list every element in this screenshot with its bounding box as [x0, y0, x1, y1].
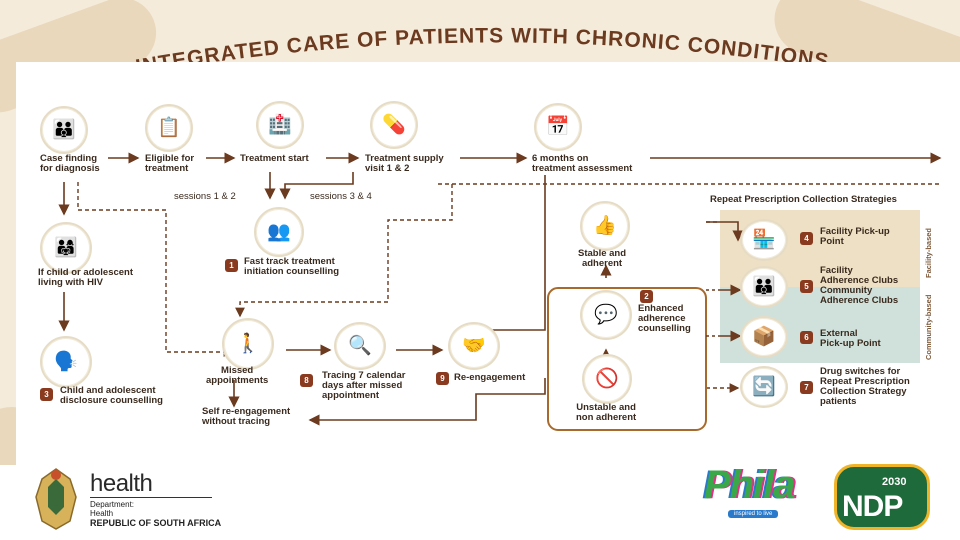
six-months-label: 6 months on treatment assessment	[532, 153, 633, 174]
treatment-supply-label: Treatment supply visit 1 & 2	[365, 153, 444, 174]
tracing-node: 🔍	[334, 322, 386, 370]
treatment-start-label: Treatment start	[240, 153, 309, 164]
disclosure-icon: 🗣️	[54, 351, 78, 373]
unstable-label: Unstable and non adherent	[576, 402, 637, 423]
stable-node: 👍	[580, 201, 630, 251]
enhanced-icon: 💬	[594, 304, 618, 326]
clinic-icon: 🏥	[268, 114, 292, 136]
step-number-7: 7	[800, 381, 813, 394]
country-label: REPUBLIC OF SOUTH AFRICA	[90, 518, 222, 528]
facility-pickup-label: Facility Pick-up Point	[820, 226, 890, 247]
fast-track-label: Fast track treatment initiation counsell…	[244, 256, 339, 277]
footer	[0, 465, 960, 540]
reengagement-icon: 🤝	[462, 335, 486, 357]
child-hiv-node: 👨‍👩‍👧	[40, 222, 92, 274]
tracing-label: Tracing 7 calendar days after missed app…	[322, 370, 406, 401]
fast-track-node: 👥	[254, 207, 304, 257]
step-number-9: 9	[436, 372, 449, 385]
step-number-6: 6	[800, 331, 813, 344]
facility-pickup-node: 🏪	[740, 219, 788, 261]
department-name: Health	[90, 509, 114, 518]
self-reengagement-label: Self re-engagement without tracing	[202, 406, 291, 427]
ndp-wordmark: NDP	[842, 490, 903, 523]
sessions-12-label: sessions 1 & 2	[174, 191, 236, 202]
step-number-1: 1	[225, 259, 238, 272]
unstable-icon: 🚫	[595, 368, 619, 390]
eligible-node: 📋	[145, 104, 193, 152]
clipboard-icon: 📋	[157, 117, 181, 139]
step-number-4: 4	[800, 232, 813, 245]
sessions-34-label: sessions 3 & 4	[310, 191, 372, 202]
repeat-heading: Repeat Prescription Collection Strategie…	[710, 194, 897, 205]
clubs-node: 👪	[740, 266, 788, 308]
phila-wordmark: Phila	[704, 463, 796, 507]
missed-icon: 🚶	[236, 333, 260, 355]
treatment-start-node: 🏥	[256, 101, 304, 149]
department-label: Department:	[90, 500, 135, 509]
reengagement-node: 🤝	[448, 322, 500, 370]
clubs-icon: 👪	[752, 276, 776, 298]
case-finding-label: Case finding for diagnosis	[40, 153, 100, 174]
step-number-5: 5	[800, 280, 813, 293]
disclosure-node: 🗣️	[40, 336, 92, 388]
health-wordmark: health	[90, 470, 153, 497]
family-icon: 👪	[52, 119, 76, 141]
external-pickup-node: 📦	[740, 316, 788, 358]
drug-switch-icon: 🔄	[752, 376, 776, 398]
step-number-3: 3	[40, 388, 53, 401]
six-months-node: 📅	[534, 103, 582, 151]
case-finding-node: 👪	[40, 106, 88, 154]
missed-label: Missed appointments	[206, 365, 269, 386]
child-parents-icon: 👨‍👩‍👧	[54, 237, 78, 259]
drug-switch-label: Drug switches for Repeat Prescription Co…	[820, 366, 910, 407]
clubs-label: Facility Adherence Clubs Community Adher…	[820, 265, 899, 306]
step-number-2: 2	[640, 290, 653, 303]
missed-node: 🚶	[222, 318, 274, 370]
unstable-node: 🚫	[582, 354, 632, 404]
health-rule	[90, 497, 212, 498]
external-pickup-icon: 📦	[752, 326, 776, 348]
stable-icon: 👍	[593, 215, 617, 237]
drug-switch-node: 🔄	[740, 366, 788, 408]
ndp-badge	[834, 464, 930, 530]
phila-tagline: inspired to live	[728, 510, 779, 518]
tracing-icon: 🔍	[348, 335, 372, 357]
ndp-logo: 2030 NDP	[832, 462, 932, 532]
coat-of-arms-icon	[35, 468, 77, 530]
enhanced-node: 💬	[580, 290, 632, 340]
pharmacy-icon: 💊	[382, 114, 406, 136]
calendar-icon: 📅	[546, 116, 570, 138]
disclosure-label: Child and adolescent disclosure counsell…	[60, 385, 163, 406]
treatment-supply-node: 💊	[370, 101, 418, 149]
enhanced-label: Enhanced adherence counselling	[638, 303, 691, 334]
facility-pickup-icon: 🏪	[752, 229, 776, 251]
ndp-year: 2030	[882, 476, 907, 488]
stable-label: Stable and adherent	[578, 248, 627, 269]
counselling-icon: 👥	[267, 221, 291, 243]
phila-logo: Phila inspired to live	[700, 463, 818, 525]
step-number-8: 8	[300, 374, 313, 387]
eligible-label: Eligible for treatment	[145, 153, 195, 174]
external-pickup-label: External Pick-up Point	[820, 328, 881, 349]
child-hiv-label: If child or adolescent living with HIV	[38, 267, 134, 288]
reengagement-label: Re-engagement	[454, 372, 526, 383]
